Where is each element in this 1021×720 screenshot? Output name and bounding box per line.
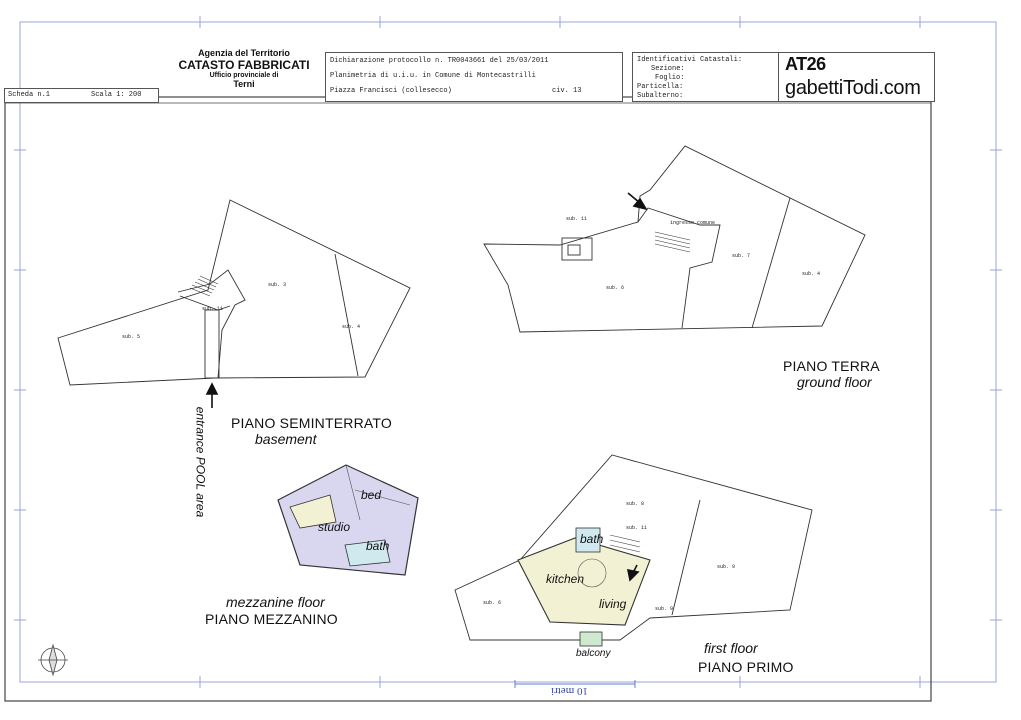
scala-label: Scala 1: 200 — [91, 91, 142, 99]
ground-subtitle: ground floor — [797, 374, 872, 390]
brand-name: gabettiTodi.com — [785, 77, 921, 99]
planimetria-text: Planimetria di u.i.u. in Comune di Monte… — [330, 72, 536, 80]
room-bath-first: bath — [580, 532, 604, 546]
f-sub11: sub. 11 — [626, 525, 648, 531]
g-sub4: sub. 4 — [802, 271, 821, 277]
f-sub9a: sub. 9 — [717, 564, 736, 570]
agency-line4: Terni — [233, 79, 255, 89]
mezzanine-subtitle: mezzanine floor — [226, 594, 325, 610]
sezione-label: Sezione: — [651, 65, 685, 73]
room-bath-mezz: bath — [366, 539, 390, 553]
g-ingresso: ingresso comune — [670, 220, 716, 226]
room-bed: bed — [361, 488, 382, 502]
brand-box: AT26 gabettiTodi.com — [778, 52, 935, 102]
basement-subtitle: basement — [255, 431, 317, 447]
f-sub8: sub. 8 — [626, 501, 645, 507]
first-subtitle: first floor — [704, 640, 758, 656]
identificativi-title: Identificativi Catastali: — [637, 56, 743, 64]
scale-bar-label: 10 metri — [551, 685, 588, 697]
basement-arrow — [205, 382, 219, 408]
indirizzo-text: Piazza Francisci (collesecco) — [330, 87, 452, 95]
agency-line2: CATASTO FABBRICATI — [178, 58, 310, 72]
mezzanine-title: PIANO MEZZANINO — [205, 611, 338, 627]
room-kitchen: kitchen — [546, 572, 585, 586]
ground-plan — [483, 145, 866, 333]
ground-title: PIANO TERRA — [783, 358, 880, 374]
dichiarazione-text: Dichiarazione protocollo n. TR0043661 de… — [330, 57, 549, 65]
g-sub11: sub. 11 — [566, 216, 588, 222]
room-living: living — [599, 597, 627, 611]
scale-bar — [514, 680, 636, 688]
first-floor-plan — [454, 454, 813, 647]
ground-arrow — [627, 192, 648, 211]
declaration-box: Dichiarazione protocollo n. TR0043661 de… — [325, 52, 623, 102]
room-balcony: balcony — [576, 648, 611, 659]
particella-label: Particella: — [637, 83, 684, 91]
entrance-note: entrance POOL area — [193, 406, 208, 518]
g-sub7: sub. 7 — [732, 253, 751, 259]
b-sub3: sub. 3 — [268, 282, 287, 288]
room-studio: studio — [318, 520, 351, 534]
brand-code: AT26 — [785, 54, 826, 74]
b-sub11: sub. 11 — [202, 306, 224, 312]
agency-block: Agenzia del Territorio CATASTO FABBRICAT… — [170, 48, 318, 89]
identificativi-box: Identificativi Catastali: Sezione: Fogli… — [632, 52, 779, 102]
f-sub9b: sub. 9 — [655, 606, 674, 612]
f-sub6: sub. 6 — [483, 600, 502, 606]
first-floor-arrow — [626, 564, 640, 582]
scheda-box: Scheda n.1 Scala 1: 200 — [4, 88, 159, 103]
scheda-label: Scheda n.1 — [8, 91, 51, 99]
civico-text: civ. 13 — [552, 87, 582, 95]
basement-title: PIANO SEMINTERRATO — [231, 415, 392, 431]
b-sub5: sub. 5 — [122, 334, 141, 340]
subalterno-label: Subalterno: — [637, 92, 684, 100]
b-sub4: sub. 4 — [342, 324, 361, 330]
agency-line3: Ufficio provinciale di — [209, 72, 279, 79]
north-compass-icon — [38, 643, 68, 677]
mezzanine-plan — [277, 464, 419, 576]
agency-line1: Agenzia del Territorio — [198, 48, 290, 58]
first-title: PIANO PRIMO — [698, 659, 794, 675]
g-sub6: sub. 6 — [606, 285, 625, 291]
basement-plan — [57, 199, 411, 386]
foglio-label: Foglio: — [655, 74, 685, 82]
